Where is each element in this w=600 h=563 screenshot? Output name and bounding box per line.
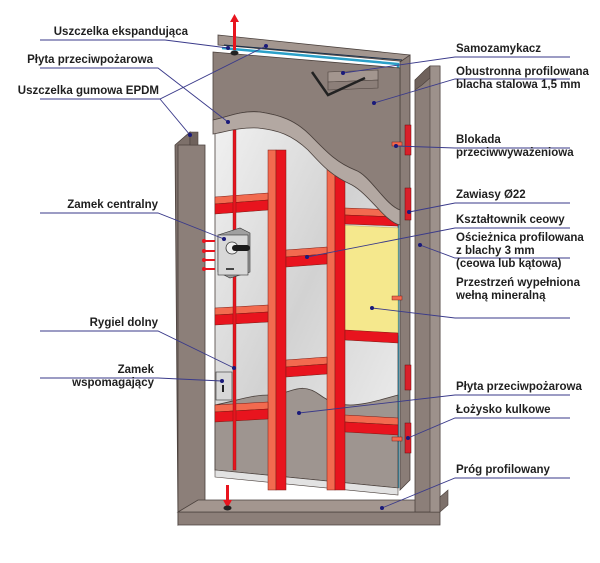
label-ball-bearing: Łożysko kulkowe <box>456 404 551 416</box>
label-anti-removal-lock: Blokada przeciwwyważeniowa <box>456 134 574 160</box>
leader-lines <box>40 39 570 509</box>
label-anti-removal-lock-line1: Blokada <box>456 134 501 146</box>
door-leaf <box>214 34 411 496</box>
locking-system <box>202 14 251 511</box>
steel-channel-profiles <box>214 149 399 491</box>
label-hinges: Zawiasy Ø22 <box>456 189 526 201</box>
label-auxiliary-lock-line2: wspomagający <box>72 377 154 389</box>
label-bottom-bolt: Rygiel dolny <box>89 317 158 329</box>
label-steel-sheet-line1: Obustronna profilowana <box>456 66 589 78</box>
label-expanding-seal: Uszczelka ekspandująca <box>53 26 188 38</box>
label-fireproof-board-top: Płyta przeciwpożarowa <box>27 54 153 66</box>
label-steel-sheet: Obustronna profilowana blacha stalowa 1,… <box>456 66 589 92</box>
leader-dots <box>188 44 422 510</box>
label-mineral-wool-line1: Przestrzeń wypełniona <box>456 277 580 289</box>
label-steel-sheet-line2: blacha stalowa 1,5 mm <box>456 79 581 91</box>
door-frame <box>174 65 449 526</box>
label-anti-removal-lock-line2: przeciwwyważeniowa <box>456 147 574 159</box>
door-closer <box>310 69 379 97</box>
label-central-lock: Zamek centralny <box>67 199 158 211</box>
label-channel-profile: Kształtownik ceowy <box>456 214 565 226</box>
label-auxiliary-lock-line1: Zamek <box>117 364 154 376</box>
steel-sheet-front <box>212 51 401 226</box>
label-frame-line3: (ceowa lub kątowa) <box>456 258 562 270</box>
label-mineral-wool: Przestrzeń wypełniona wełną mineralną <box>456 277 580 303</box>
label-threshold: Próg profilowany <box>456 464 550 476</box>
label-frame-line2: z blachy 3 mm <box>456 245 535 257</box>
label-frame: Ościeżnica profilowana z blachy 3 mm (ce… <box>456 232 584 271</box>
label-epdm-seal: Uszczelka gumowa EPDM <box>17 85 159 97</box>
label-mineral-wool-line2: wełną mineralną <box>456 290 546 302</box>
label-frame-line1: Ościeżnica profilowana <box>456 232 584 244</box>
label-auxiliary-lock: Zamek wspomagający <box>72 364 154 390</box>
label-fireproof-board-bottom: Płyta przeciwpożarowa <box>456 381 582 393</box>
label-door-closer: Samozamykacz <box>456 43 542 55</box>
